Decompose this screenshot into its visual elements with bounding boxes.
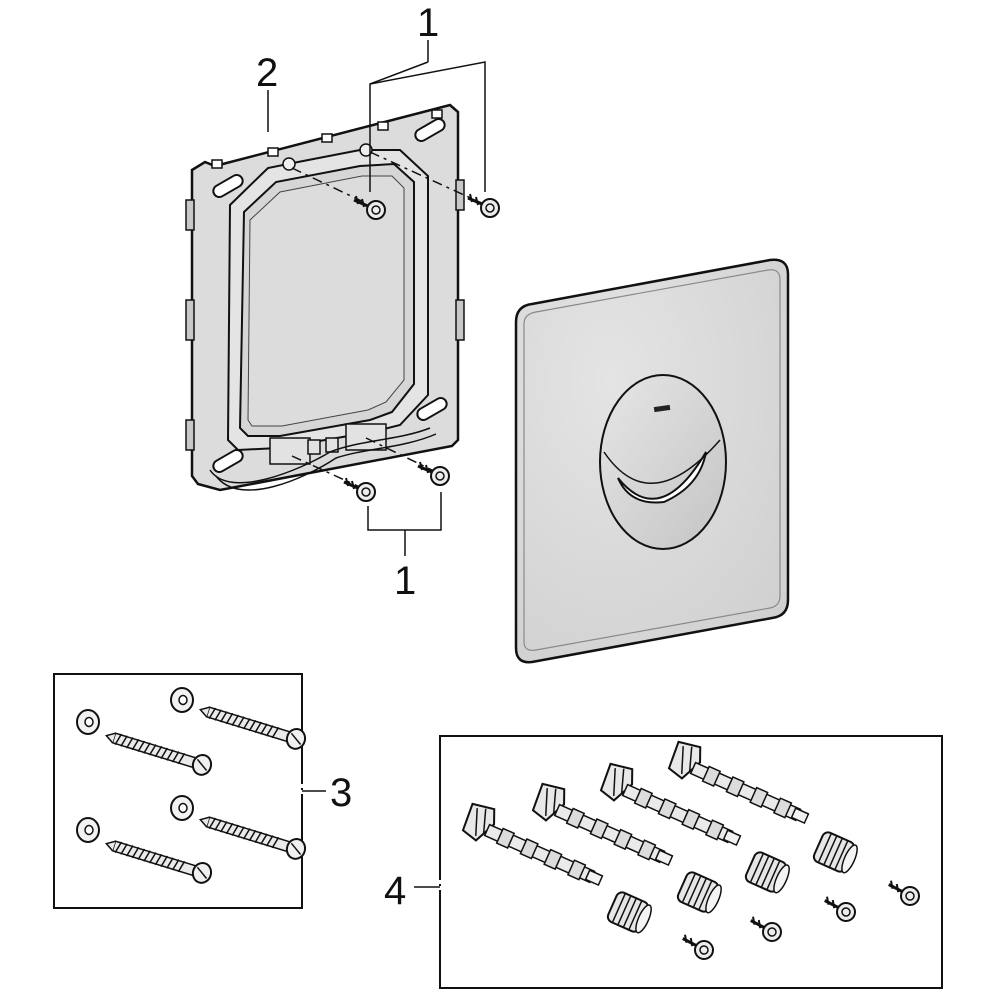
- anchor-bolt-set-box: 4: [384, 735, 943, 989]
- assembly-lines: [291, 151, 487, 489]
- washer: [170, 687, 194, 713]
- washer-screw: [679, 932, 716, 962]
- mounting-frame: [185, 103, 465, 492]
- washer: [170, 795, 194, 821]
- callout-1-bottom: 1: [394, 559, 416, 603]
- callout-3: 3: [330, 771, 352, 815]
- callout-leader-1-bottom: [367, 492, 442, 556]
- washer: [76, 817, 100, 843]
- washer: [76, 709, 100, 735]
- wall-screw-set-box: 3: [53, 673, 352, 909]
- flush-plate: [514, 258, 790, 664]
- knurled-nut: [742, 849, 794, 897]
- anchor-bolt: [458, 799, 611, 895]
- flush-button[interactable]: [599, 374, 727, 550]
- knurled-nut: [674, 869, 726, 917]
- callout-1-top: 1: [417, 1, 439, 45]
- screw-top-right: [466, 192, 501, 219]
- washer-screw: [821, 894, 858, 924]
- knurled-nut: [604, 889, 656, 937]
- knurled-nut: [810, 829, 862, 877]
- callout-leader-1-top: [369, 40, 486, 192]
- callout-2: 2: [256, 51, 278, 95]
- wood-screw: [196, 809, 309, 863]
- wood-screw: [102, 725, 215, 779]
- washer-screw: [747, 914, 784, 944]
- washer-screw: [885, 878, 922, 908]
- callout-4: 4: [384, 869, 406, 913]
- wood-screw: [102, 833, 215, 887]
- wood-screw: [196, 699, 309, 753]
